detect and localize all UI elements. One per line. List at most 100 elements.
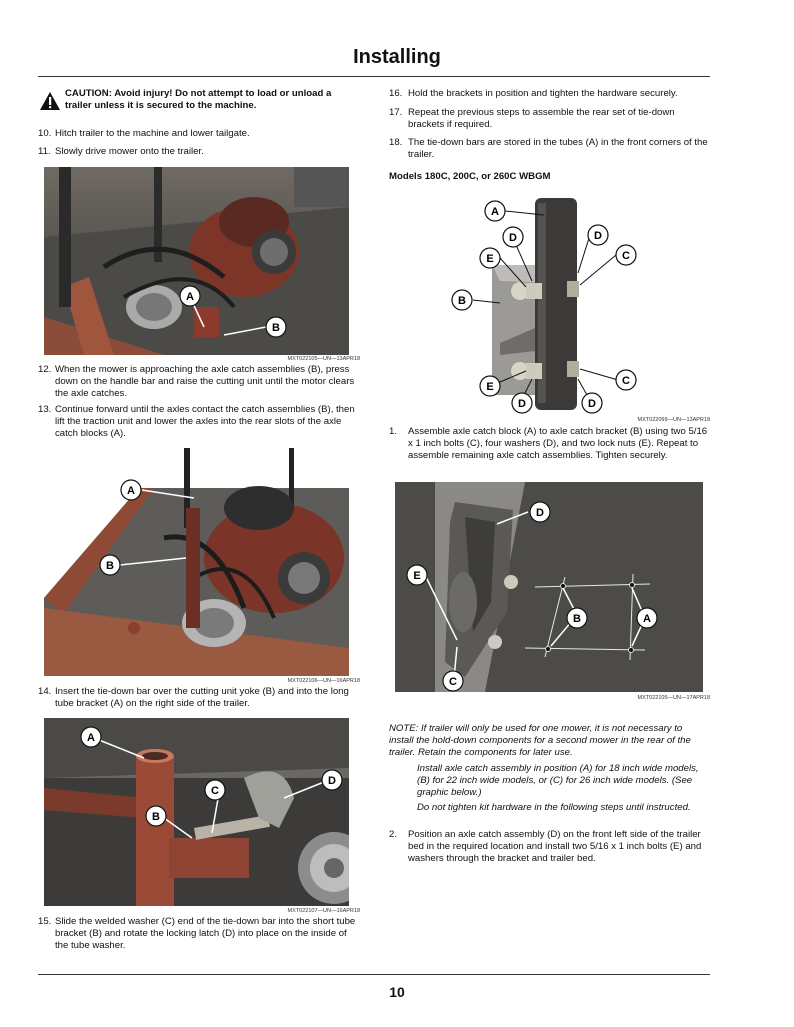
callout-c: C: [442, 670, 464, 692]
callout-b: B: [566, 607, 588, 629]
step-number: 15.: [38, 916, 52, 927]
callout-label: A: [186, 291, 194, 303]
step-10: 10. Hitch trailer to the machine and low…: [38, 128, 360, 140]
footer-rule: [38, 974, 710, 975]
callout-b: B: [265, 316, 287, 338]
step-16: 16. Hold the brackets in position and ti…: [389, 88, 709, 100]
figure-tie-down-bar: A B C D: [44, 718, 349, 906]
step-12: 12. When the mower is approaching the ax…: [38, 364, 360, 400]
callout-b: B: [99, 554, 121, 576]
note-main: NOTE: If trailer will only be used for o…: [389, 723, 691, 758]
callout-label: B: [573, 613, 581, 625]
callout-a: A: [636, 607, 658, 629]
step-number: 14.: [38, 686, 52, 697]
callout-label: D: [588, 398, 596, 410]
callout-label: C: [211, 785, 219, 797]
callout-label: D: [328, 775, 336, 787]
callout-d: D: [321, 769, 343, 791]
caution-text: CAUTION: Avoid injury! Do not attempt to…: [65, 88, 332, 111]
callout-label: A: [491, 206, 499, 218]
step-11: 11. Slowly drive mower onto the trailer.: [38, 146, 360, 158]
warning-icon: [40, 92, 60, 110]
step-text: Hitch trailer to the machine and lower t…: [55, 128, 250, 139]
step-text: Insert the tie-down bar over the cutting…: [55, 686, 349, 709]
callout-b: B: [145, 805, 167, 827]
step-number: 12.: [38, 364, 52, 375]
page-number: 10: [389, 984, 405, 1000]
step-number: 11.: [38, 146, 51, 157]
figure-code: MXT022106—UN—16APR18: [287, 678, 360, 684]
header-rule: [38, 76, 710, 77]
step-text: When the mower is approaching the axle c…: [55, 364, 355, 399]
models-heading: Models 180C, 200C, or 260C WBGM: [389, 171, 551, 182]
callout-label: E: [486, 253, 493, 265]
callout-d: D: [581, 392, 603, 414]
caution-block: CAUTION: Avoid injury! Do not attempt to…: [38, 88, 360, 118]
step-text: Continue forward until the axles contact…: [55, 404, 355, 439]
figure-axle-catch-assembly: A D D E C B E C D D: [440, 193, 640, 415]
callout-d: D: [587, 224, 609, 246]
callout-b: B: [451, 289, 473, 311]
step-15: 15. Slide the welded washer (C) end of t…: [38, 916, 360, 952]
note-text: NOTE: If trailer will only be used for o…: [389, 723, 709, 759]
callout-e: E: [479, 247, 501, 269]
figure-axle-catch: A B: [44, 448, 349, 676]
callout-label: A: [643, 613, 651, 625]
callout-e: E: [406, 564, 428, 586]
step-13: 13. Continue forward until the axles con…: [38, 404, 360, 440]
step-text: Hold the brackets in position and tighte…: [408, 88, 678, 99]
callout-label: E: [413, 570, 420, 582]
step-2: 2. Position an axle catch assembly (D) o…: [389, 829, 709, 865]
figure-mower-approach: A B: [44, 167, 349, 355]
step-text: Slide the welded washer (C) end of the t…: [55, 916, 356, 951]
callout-label: D: [594, 230, 602, 242]
step-1: 1. Assemble axle catch block (A) to axle…: [389, 426, 709, 474]
step-number: 16.: [389, 88, 403, 99]
note-instruction: Do not tighten kit hardware in the follo…: [417, 802, 691, 813]
callout-label: C: [622, 375, 630, 387]
callout-label: B: [106, 560, 114, 572]
callout-a: A: [120, 479, 142, 501]
step-text: Repeat the previous steps to assemble th…: [408, 107, 675, 130]
step-number: 10.: [38, 128, 52, 139]
callout-label: D: [518, 398, 526, 410]
step-number: 13.: [38, 404, 52, 415]
step-number: 2.: [389, 829, 398, 840]
callout-a: A: [484, 200, 506, 222]
step-number: 1.: [389, 426, 398, 437]
step-14: 14. Insert the tie-down bar over the cut…: [38, 686, 360, 710]
step-text: Position an axle catch assembly (D) on t…: [408, 829, 702, 864]
callout-d: D: [529, 501, 551, 523]
step-18: 18. The tie-down bars are stored in the …: [389, 137, 709, 161]
step-text: Assemble axle catch block (A) to axle ca…: [408, 426, 708, 461]
step-number: 18.: [389, 137, 403, 148]
callout-label: B: [458, 295, 466, 307]
figure-code: MXT022105—UN—13APR18: [287, 356, 360, 362]
callout-c: C: [204, 779, 226, 801]
callout-label: A: [87, 732, 95, 744]
note-detail: Install axle catch assembly in position …: [417, 763, 699, 798]
step-text: The tie-down bars are stored in the tube…: [408, 137, 708, 160]
callout-d: D: [511, 392, 533, 414]
callout-label: C: [449, 676, 457, 688]
callout-label: D: [509, 232, 517, 244]
callout-c: C: [615, 244, 637, 266]
figure-code: MXT022099—UN—13APR18: [637, 417, 710, 423]
figure-code: MXT022107—UN—16APR18: [287, 908, 360, 914]
step-17: 17. Repeat the previous steps to assembl…: [389, 107, 709, 131]
callout-e: E: [479, 375, 501, 397]
callout-label: B: [272, 322, 280, 334]
callout-d: D: [502, 226, 524, 248]
callout-label: E: [486, 381, 493, 393]
callout-label: C: [622, 250, 630, 262]
callout-a: A: [80, 726, 102, 748]
figure-catch-positions: D E B A C: [395, 482, 703, 692]
callout-label: A: [127, 485, 135, 497]
step-number: 17.: [389, 107, 403, 118]
page-title: Installing: [353, 46, 441, 68]
callout-a: A: [179, 285, 201, 307]
figure-code: MXT022105—UN—17APR18: [637, 695, 710, 701]
callout-c: C: [615, 369, 637, 391]
callout-label: B: [152, 811, 160, 823]
callout-label: D: [536, 507, 544, 519]
